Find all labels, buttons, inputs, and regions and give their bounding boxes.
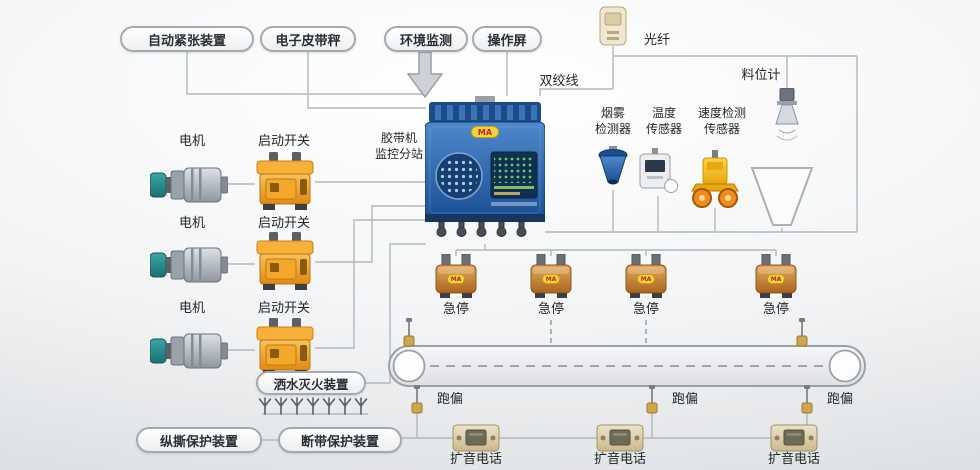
sprinkler-icon bbox=[322, 397, 336, 415]
pill-tear-protection: 纵撕保护装置 bbox=[136, 427, 262, 453]
sprinkler-icon bbox=[354, 397, 368, 415]
speed-sensor-label: 速度检测 传感器 bbox=[697, 106, 746, 136]
conveyor-belt bbox=[388, 345, 866, 387]
switch-label-2: 启动开关 bbox=[257, 216, 310, 231]
estop-label-4: 急停 bbox=[762, 302, 789, 317]
motor-label-3: 电机 bbox=[178, 301, 205, 316]
motor-device-3 bbox=[150, 330, 228, 370]
estop-label-2: 急停 bbox=[537, 302, 564, 317]
sprinkler-icon bbox=[306, 397, 320, 415]
temperature-sensor-device bbox=[639, 148, 678, 193]
sprinkler-icon bbox=[338, 397, 352, 415]
optical-fiber-label: 光纤 bbox=[643, 33, 670, 48]
speaker-phone-label-1: 扩音电话 bbox=[450, 452, 503, 467]
motor-device-2 bbox=[150, 244, 228, 284]
start-switch-device-1 bbox=[255, 152, 315, 212]
speaker-phone-label-3: 扩音电话 bbox=[768, 452, 821, 467]
estop-ma-badge-3: MA bbox=[637, 274, 655, 284]
estop-ma-badge-1: MA bbox=[447, 274, 465, 284]
speed-sensor-device bbox=[691, 150, 739, 208]
switch-label-1: 启动开关 bbox=[257, 134, 310, 149]
pill-water-spray-label: 洒水灭火装置 bbox=[273, 376, 349, 392]
twisted-pair-label: 双绞线 bbox=[539, 74, 579, 89]
pill-tear-protection-label: 纵撕保护装置 bbox=[159, 434, 238, 450]
hopper-funnel-shape bbox=[750, 167, 814, 226]
pill-op-screen-label: 操作屏 bbox=[487, 33, 527, 49]
temperature-sensor-label: 温度 传感器 bbox=[645, 106, 682, 136]
pull-switch-stem-1 bbox=[401, 318, 417, 348]
pill-break-protection-label: 断带保护装置 bbox=[300, 434, 379, 450]
pill-env-monitor-label: 环境监测 bbox=[399, 33, 452, 49]
speaker-phone-device-3 bbox=[770, 424, 818, 452]
deviation-sensor-3 bbox=[799, 385, 815, 415]
speaker-phone-device-1 bbox=[452, 424, 500, 452]
deviation-label-1: 跑偏 bbox=[436, 392, 463, 407]
pill-auto-tension: 自动紧张装置 bbox=[120, 26, 254, 52]
speaker-phone-label-2: 扩音电话 bbox=[594, 452, 647, 467]
station-label: 胶带机 监控分站 bbox=[374, 131, 423, 161]
smoke-detector-label: 烟雾 检测器 bbox=[594, 106, 631, 136]
motor-device-1 bbox=[150, 164, 228, 204]
deviation-sensor-2 bbox=[644, 385, 660, 415]
estop-ma-badge-4: MA bbox=[767, 274, 785, 284]
fiber-converter-device bbox=[599, 6, 627, 46]
sprinkler-icon bbox=[258, 397, 272, 415]
pill-op-screen: 操作屏 bbox=[472, 26, 542, 52]
start-switch-device-2 bbox=[255, 232, 315, 292]
deviation-sensor-1 bbox=[409, 385, 425, 415]
sprinkler-row bbox=[258, 397, 368, 415]
sprinkler-icon bbox=[290, 397, 304, 415]
station-ma-badge: MA bbox=[471, 126, 499, 138]
level-gauge-label: 料位计 bbox=[741, 68, 781, 83]
estop-label-3: 急停 bbox=[632, 302, 659, 317]
down-arrow-icon bbox=[407, 52, 443, 98]
pill-break-protection: 断带保护装置 bbox=[278, 427, 402, 453]
estop-ma-badge-2: MA bbox=[542, 274, 560, 284]
switch-label-3: 启动开关 bbox=[257, 301, 310, 316]
level-gauge-device bbox=[775, 88, 799, 141]
pill-water-spray: 洒水灭火装置 bbox=[256, 371, 366, 395]
pill-env-monitor: 环境监测 bbox=[384, 26, 468, 52]
deviation-label-2: 跑偏 bbox=[671, 392, 698, 407]
pill-auto-tension-label: 自动紧张装置 bbox=[147, 33, 226, 49]
pull-switch-stem-2 bbox=[794, 318, 810, 348]
pill-belt-scale: 电子皮带秤 bbox=[260, 26, 356, 52]
motor-label-1: 电机 bbox=[178, 134, 205, 149]
deviation-label-3: 跑偏 bbox=[826, 392, 853, 407]
speaker-phone-device-2 bbox=[596, 424, 644, 452]
start-switch-device-3 bbox=[255, 318, 315, 378]
motor-label-2: 电机 bbox=[178, 216, 205, 231]
pill-belt-scale-label: 电子皮带秤 bbox=[275, 33, 341, 49]
smoke-detector-device bbox=[598, 146, 628, 185]
estop-label-1: 急停 bbox=[442, 302, 469, 317]
monitoring-station-device bbox=[425, 96, 545, 237]
sprinkler-icon bbox=[274, 397, 288, 415]
